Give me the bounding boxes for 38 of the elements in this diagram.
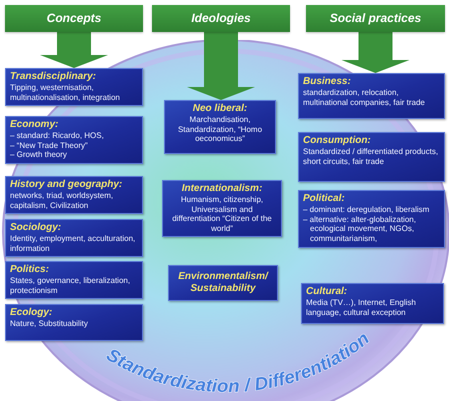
box-text: Nature, Substituability: [10, 319, 88, 328]
box-heading: History and geography:: [10, 179, 122, 190]
box-text: – dominant: deregulation, liberalism: [303, 205, 430, 214]
box-text: – “New Trade Theory”: [10, 140, 88, 150]
box-heading: Sociology:: [10, 222, 62, 233]
box-text: standardization, relocation, multinational companies, fair trade: [303, 88, 425, 107]
box-text: Identity, employment, acculturation, information: [10, 234, 136, 253]
category-box: [168, 265, 278, 301]
box-text: networks, triad, worldsystem, capitalism, Civilization: [10, 191, 114, 210]
box-text: Marchandisation, Standardization, “Homo oeconomicus”: [178, 115, 262, 144]
box-heading: Business:: [303, 76, 351, 87]
box-heading: Neo liberal:: [192, 103, 248, 114]
column-header: Social practices: [306, 5, 445, 32]
box-text: Humanism, citizenship, Universalism and differentiation “Citizen of the world”: [172, 195, 272, 233]
column-header: Ideologies: [152, 5, 290, 32]
category-box: [164, 100, 276, 154]
box-heading: Consumption:: [303, 135, 371, 146]
box-heading: Ecology:: [10, 307, 52, 318]
box-heading: Cultural:: [306, 286, 348, 297]
category-box: [162, 180, 282, 238]
box-text: States, governance, liberalization, protectionism: [10, 276, 130, 295]
box-text: – Growth theory: [10, 150, 67, 160]
box-heading: Internationalism:: [182, 183, 262, 194]
block-arrow: [187, 32, 255, 100]
box-heading: Transdisciplinary:: [10, 71, 96, 82]
box-text: – standard: Ricardo, HOS,: [10, 131, 104, 140]
box-heading: Economy:: [10, 119, 58, 130]
category-box: [5, 68, 143, 106]
column-header: Concepts: [5, 5, 143, 32]
box-text: – alternative: alter-globalization, ecological movement, NGOs, communitarianism,: [303, 214, 416, 243]
box-text: Standardized / differentiated products, short circuits, fair trade: [303, 147, 438, 166]
block-arrow: [342, 32, 410, 73]
box-heading: Environmentalism/ Sustainability: [178, 270, 268, 294]
box-text: Media (TV…), Internet, English language, cultural exception: [306, 298, 416, 317]
box-heading: Politics:: [10, 264, 49, 275]
box-text: Tipping, westernisation, multinationalisation, integration: [10, 83, 120, 102]
block-arrow: [40, 32, 108, 68]
box-heading: Political:: [303, 193, 345, 204]
